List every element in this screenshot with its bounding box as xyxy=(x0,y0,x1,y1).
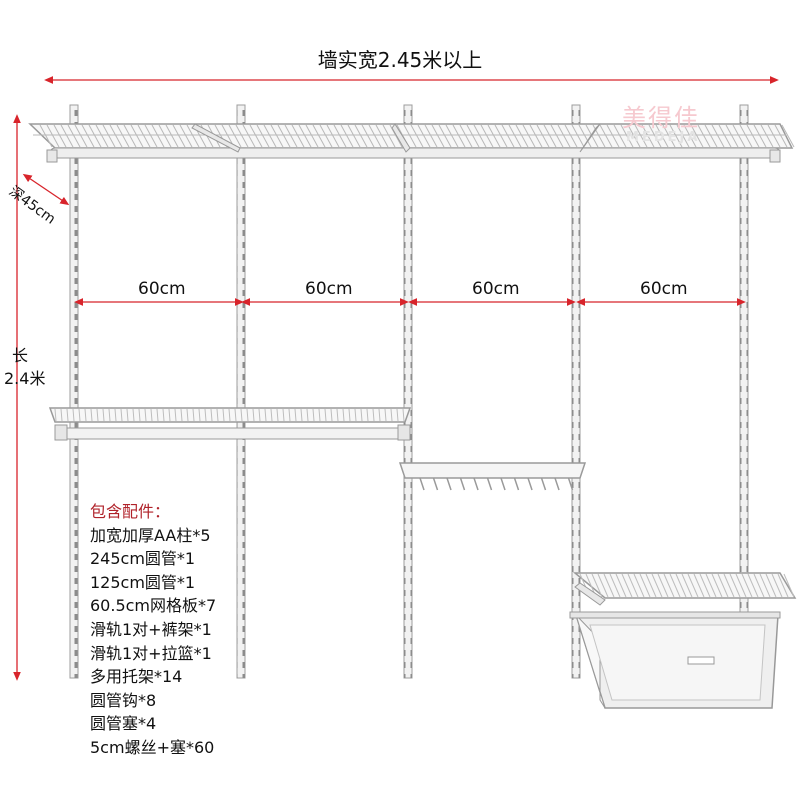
aa-upright xyxy=(69,104,79,679)
contents-heading: 包含配件： xyxy=(90,502,171,521)
left-hanging-shelf xyxy=(48,407,412,441)
pull-out-basket xyxy=(569,611,781,709)
list-item: 圆管塞*4 xyxy=(90,714,157,734)
list-item: 245cm圆管*1 xyxy=(90,549,196,569)
watermark-logo-en: MEDEJA xyxy=(626,130,701,145)
bay-width-label: 60cm xyxy=(472,279,520,299)
list-item: 滑轨1对+拉篮*1 xyxy=(90,643,212,663)
list-item: 滑轨1对+裤架*1 xyxy=(90,619,212,639)
list-item: 125cm圆管*1 xyxy=(90,572,196,592)
pants-rack xyxy=(398,462,587,491)
aa-upright xyxy=(571,104,581,679)
wall-width-label: 墙实宽2.45米以上 xyxy=(317,48,483,72)
dimension-lines xyxy=(13,76,779,681)
top-wire-shelf xyxy=(28,123,795,163)
contents-list: 包含配件： 加宽加厚AA柱*5 245cm圆管*1 125cm圆管*1 60.5… xyxy=(90,500,216,760)
bay-width-label: 60cm xyxy=(640,279,688,299)
aa-uprights xyxy=(69,104,749,679)
aa-upright xyxy=(403,104,413,679)
watermark-logo: 美得佳 xyxy=(622,104,700,132)
aa-upright xyxy=(236,104,246,679)
list-item: 60.5cm网格板*7 xyxy=(90,596,217,616)
height-label-line2: 2.4米 xyxy=(4,369,46,388)
lower-right-shelf xyxy=(572,572,797,606)
aa-upright xyxy=(739,104,749,621)
list-item: 多用托架*14 xyxy=(90,667,183,687)
bay-width-label: 60cm xyxy=(138,279,186,299)
list-item: 圆管钩*8 xyxy=(90,690,157,710)
list-item: 5cm螺丝+塞*60 xyxy=(90,737,215,757)
list-item: 加宽加厚AA柱*5 xyxy=(90,525,211,545)
bay-width-label: 60cm xyxy=(305,279,353,299)
height-label-line1: 长 xyxy=(12,346,29,365)
